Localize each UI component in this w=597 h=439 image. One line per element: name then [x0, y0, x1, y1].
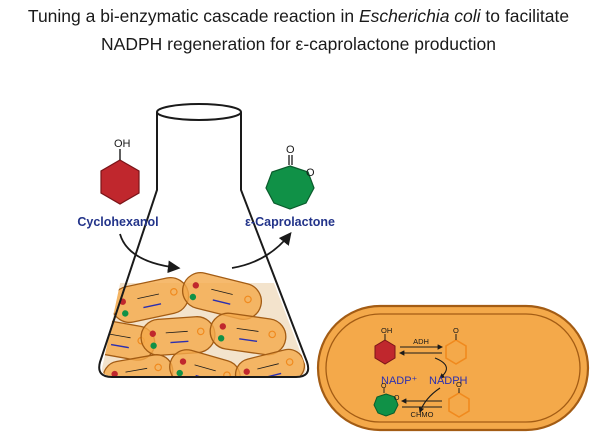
- mini-ketone-ring: [170, 288, 178, 296]
- mini-product-dot: [246, 379, 254, 387]
- caprolactone-molecule: O O: [265, 144, 315, 210]
- mini-ketone-ring: [223, 371, 231, 376]
- mini-substrate-dot: [192, 282, 199, 289]
- substrate-in-arrow: [119, 233, 181, 274]
- mini-cell-body: [209, 312, 287, 356]
- detail-cyclohexanone-ring: [445, 339, 467, 365]
- mini-arrow: [108, 333, 131, 339]
- mini-product-dot: [113, 382, 120, 389]
- mini-cofactor-mark: [110, 343, 129, 349]
- mini-substrate-dot: [94, 328, 101, 335]
- mini-cofactor-mark: [131, 378, 149, 381]
- product-out-arrow: [231, 232, 292, 269]
- mini-cofactor-mark: [239, 338, 258, 343]
- mini-product-dot: [122, 310, 129, 317]
- title-line-1-end: to facilitate: [480, 6, 570, 26]
- cofactor-oxidation-arrow: [418, 387, 441, 414]
- mini-ketone-ring: [244, 295, 252, 304]
- detail-ketone-o-label: O: [453, 326, 459, 335]
- detail-caprolactone-ring: [373, 393, 399, 417]
- mini-cell-body: [182, 272, 262, 320]
- cell-detail-panel: OH ADH O NADP⁺ NADPH O O CHMO O: [316, 304, 590, 432]
- adh-label: ADH: [413, 337, 429, 346]
- caprolactone-ring: [265, 165, 315, 210]
- mini-ketone-ring: [196, 327, 205, 336]
- figure-title: Tuning a bi-enzymatic cascade reaction i…: [0, 2, 597, 58]
- mini-product-dot: [189, 293, 197, 301]
- caprolactone-label: ε-Caprolactone: [245, 215, 335, 229]
- detail-ketone-o-label-2: O: [456, 380, 462, 389]
- mini-substrate-dot: [179, 358, 187, 365]
- mini-arrow: [137, 293, 160, 299]
- mini-substrate-dot: [111, 370, 118, 376]
- mini-product-dot: [176, 369, 183, 376]
- nadph-label: NADPH: [429, 375, 468, 387]
- cyclohexanol-label: Cyclohexanol: [77, 215, 158, 229]
- mini-cofactor-mark: [212, 299, 231, 305]
- mini-cofactor-mark: [263, 372, 282, 376]
- mini-product-dot: [150, 342, 157, 349]
- mini-substrate-dot: [243, 368, 250, 375]
- chmo-label: CHMO: [411, 410, 434, 419]
- cyclohexanol-molecule: OH: [100, 138, 140, 205]
- mini-ketone-ring: [268, 330, 276, 339]
- detail-cyclohexanol-ring: [374, 339, 396, 365]
- flask-mouth: [156, 103, 242, 121]
- cyclohexanol-ring: [100, 159, 140, 205]
- detail-ring-o-label: O: [394, 395, 400, 402]
- mini-product-dot: [92, 340, 99, 347]
- mini-cell: [169, 349, 241, 376]
- detail-oh-label: OH: [381, 326, 392, 335]
- erlenmeyer-flask: [98, 112, 310, 378]
- carbonyl-o-label: O: [286, 144, 295, 156]
- title-line-1-start: Tuning a bi-enzymatic cascade reaction i…: [27, 6, 359, 26]
- mini-arrow: [125, 367, 148, 373]
- mini-ketone-ring: [154, 363, 162, 372]
- mini-arrow: [165, 330, 188, 334]
- mini-arrow: [194, 364, 216, 372]
- mini-arrow: [236, 327, 259, 332]
- cofactor-reduction-arrow: [434, 357, 447, 379]
- title-organism: Escherichia coli: [358, 6, 481, 26]
- mini-substrate-dot: [149, 330, 156, 337]
- mini-cofactor-mark: [143, 303, 162, 309]
- mini-cell: [140, 316, 216, 356]
- mini-substrate-dot: [219, 323, 227, 330]
- mini-cell: [110, 276, 190, 324]
- detail-carbonyl-o-label: O: [381, 383, 387, 390]
- mini-arrow: [211, 288, 233, 295]
- mini-cell: [234, 348, 306, 387]
- mini-cofactor-mark: [170, 340, 189, 344]
- nadp-label: NADP⁺: [381, 375, 418, 387]
- mini-cell-body: [169, 349, 241, 376]
- ring-o-label: O: [306, 167, 315, 179]
- oh-label: OH: [114, 138, 131, 150]
- culture-medium: [92, 272, 306, 389]
- mini-cell: [209, 312, 287, 356]
- mini-ketone-ring: [285, 358, 294, 366]
- mini-arrow: [257, 363, 279, 370]
- detail-cyclohexanone-ring-2: [448, 392, 470, 418]
- title-line-2: NADPH regeneration for ε-caprolactone pr…: [101, 34, 496, 54]
- title-line-1: Tuning a bi-enzymatic cascade reaction i…: [0, 2, 597, 30]
- mini-product-dot: [217, 335, 225, 342]
- mini-cell: [182, 272, 262, 320]
